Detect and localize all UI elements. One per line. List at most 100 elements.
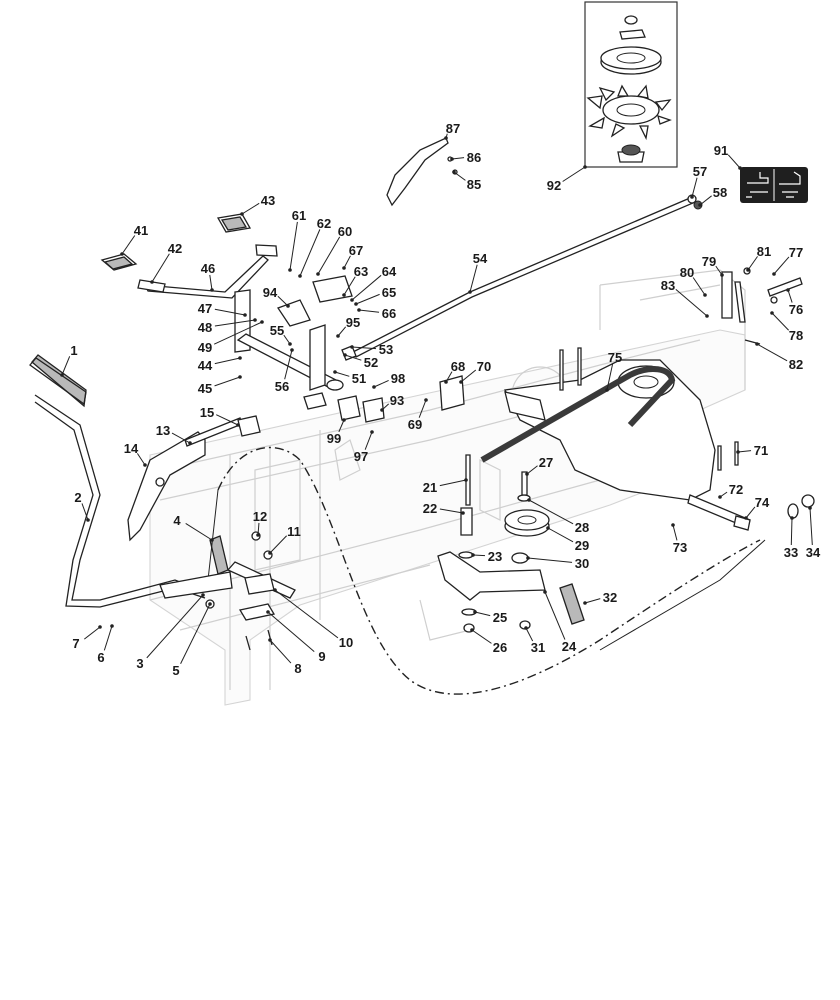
callout-26: 26	[470, 628, 507, 655]
callout-24: 24	[543, 590, 577, 654]
leader-dot	[772, 272, 776, 276]
callout-53: 53	[350, 342, 393, 357]
leader-dot	[790, 516, 794, 520]
leader-line	[787, 289, 793, 303]
leader-line	[146, 594, 204, 659]
callout-31: 31	[524, 626, 545, 655]
leader-line	[241, 202, 260, 215]
callout-label: 95	[346, 315, 360, 330]
callout-81: 81	[746, 244, 771, 272]
leader-line	[771, 312, 789, 331]
callout-77: 77	[772, 245, 803, 276]
callout-62: 62	[298, 216, 331, 278]
leader-dot	[468, 290, 472, 294]
leader-line	[216, 414, 239, 426]
callout-52: 52	[343, 353, 378, 370]
callout-97: 97	[354, 430, 374, 464]
leader-dot	[354, 302, 358, 306]
callout-label: 97	[354, 449, 368, 464]
callout-92: 92	[547, 165, 587, 193]
callout-label: 79	[702, 254, 716, 269]
callout-label: 74	[755, 495, 770, 510]
callout-label: 29	[575, 538, 589, 553]
leader-dot	[60, 373, 64, 377]
callout-75: 75	[605, 350, 622, 392]
leader-dot	[583, 165, 587, 169]
linkage-rod	[352, 197, 694, 358]
callout-label: 80	[680, 265, 694, 280]
leader-dot	[527, 498, 531, 502]
leader-line	[121, 235, 136, 255]
leader-line	[773, 256, 790, 275]
leader-line	[214, 308, 246, 316]
callout-label: 7	[72, 636, 79, 651]
leader-dot	[471, 553, 475, 557]
leader-dot	[705, 314, 709, 318]
callout-33: 33	[784, 516, 798, 560]
drive-direction-decal	[740, 167, 808, 203]
callout-label: 66	[382, 306, 396, 321]
callout-label: 3	[136, 656, 143, 671]
callout-23: 23	[471, 549, 502, 564]
callout-label: 87	[446, 121, 460, 136]
leader-dot	[98, 625, 102, 629]
callout-label: 5	[172, 663, 179, 678]
leader-dot	[286, 304, 290, 308]
leader-line	[747, 256, 758, 271]
leader-dot	[110, 624, 114, 628]
leader-line	[526, 465, 538, 475]
callout-34: 34	[806, 506, 821, 560]
callout-label: 23	[488, 549, 502, 564]
callout-label: 42	[168, 241, 182, 256]
brake-arm	[127, 415, 261, 542]
leader-line	[418, 399, 427, 418]
leader-line	[351, 274, 382, 301]
leader-line	[355, 293, 380, 305]
callout-51: 51	[333, 370, 366, 386]
leader-line	[525, 627, 534, 642]
callout-91: 91	[714, 143, 742, 170]
leader-line	[692, 277, 706, 296]
leader-line	[584, 598, 601, 604]
leader-dot	[470, 628, 474, 632]
callout-label: 52	[364, 355, 378, 370]
callout-label: 68	[451, 359, 465, 374]
callout-68: 68	[444, 359, 465, 384]
leader-line	[103, 625, 113, 651]
leader-dot	[698, 203, 702, 207]
callout-label: 2	[74, 490, 81, 505]
drive-belt	[480, 366, 676, 463]
leader-line	[528, 499, 574, 525]
callout-79: 79	[702, 254, 724, 277]
callout-label: 70	[477, 359, 491, 374]
leader-line	[214, 376, 241, 387]
callout-2: 2	[74, 490, 90, 522]
leader-line	[691, 177, 698, 198]
leader-line	[790, 517, 793, 546]
callout-7: 7	[72, 625, 102, 651]
callout-label: 6	[97, 650, 104, 665]
leader-line	[274, 589, 339, 639]
leader-dot	[786, 288, 790, 292]
leader-dot	[336, 334, 340, 338]
callout-label: 57	[693, 164, 707, 179]
leader-dot	[120, 252, 124, 256]
leader-dot	[210, 288, 214, 292]
leader-dot	[755, 342, 759, 346]
callout-64: 64	[350, 264, 397, 302]
callout-45: 45	[198, 375, 242, 396]
leader-line	[283, 334, 291, 345]
leader-dot	[444, 136, 448, 140]
leader-dot	[256, 533, 260, 537]
leader-line	[269, 535, 287, 554]
leader-dot	[526, 556, 530, 560]
leader-dot	[444, 380, 448, 384]
leader-line	[343, 276, 356, 296]
leader-line	[460, 369, 477, 383]
leader-dot	[243, 313, 247, 317]
leader-line	[185, 523, 213, 541]
callout-label: 65	[382, 285, 396, 300]
callout-80: 80	[680, 265, 707, 297]
callout-66: 66	[357, 306, 396, 321]
callout-label: 72	[729, 482, 743, 497]
